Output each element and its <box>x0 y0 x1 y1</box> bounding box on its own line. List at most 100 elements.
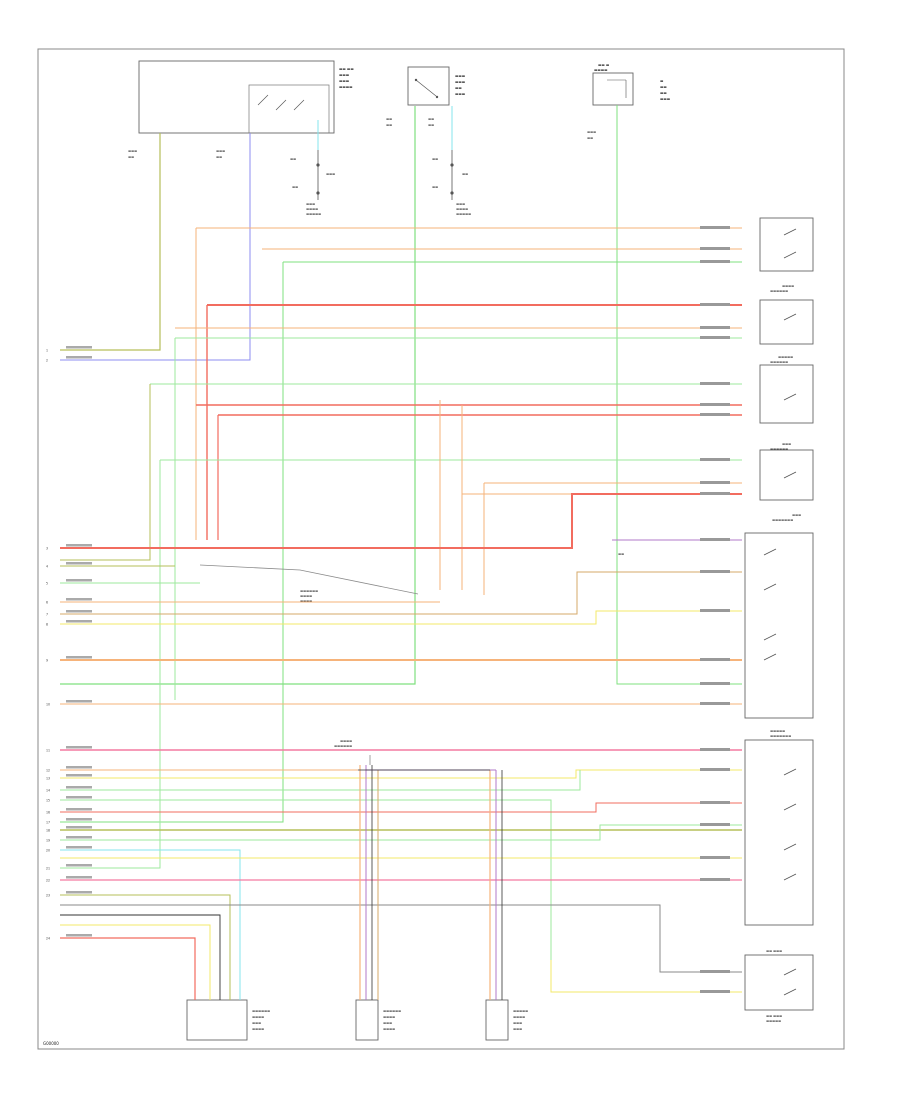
wire-red-thick-main <box>60 493 742 549</box>
svg-text:▬▬ ▬: ▬▬ ▬ <box>598 63 610 67</box>
top-splice-labels: ▬▬▬▬▬ ▬▬▬▬▬ ▬▬▬▬ ▬▬▬▬ ▬▬▬▬▬ ▬▬▬▬ ▬▬▬ ▬▬▬… <box>128 117 596 216</box>
wire-code-mark <box>700 856 730 859</box>
wire-code-mark <box>66 836 92 839</box>
pin-number: 20 <box>46 849 50 853</box>
switch-contact-7 <box>763 583 777 591</box>
wire-code-mark <box>66 356 92 359</box>
svg-text:▬▬: ▬▬ <box>428 117 434 121</box>
module-box-top-left: ▬▬ ▬▬▬▬▬▬▬▬▬▬▬▬ <box>138 60 354 134</box>
pin-number: 3 <box>46 547 48 551</box>
switch-contact-9 <box>763 653 777 661</box>
svg-text:▬▬▬: ▬▬▬ <box>383 1021 392 1025</box>
svg-text:▬▬ ▬▬▬: ▬▬ ▬▬▬ <box>766 1014 782 1018</box>
wire-code-mark <box>66 826 92 829</box>
svg-text:▬▬: ▬▬ <box>660 91 667 95</box>
right-connector-boxes <box>744 217 814 1011</box>
wire-green-right <box>616 105 742 685</box>
switch-box-top-center: ▬▬▬▬▬▬▬▬▬▬▬ <box>407 66 466 106</box>
wire-black-24 <box>60 914 221 1000</box>
pin-number: 9 <box>46 659 48 663</box>
svg-text:▬▬: ▬▬ <box>432 157 438 161</box>
wire-code-mark <box>66 598 92 601</box>
svg-text:▬▬▬▬: ▬▬▬▬ <box>340 739 352 743</box>
svg-text:▬▬▬: ▬▬▬ <box>513 1021 522 1025</box>
svg-text:▬▬▬: ▬▬▬ <box>792 513 801 517</box>
wire-code-mark <box>700 226 730 229</box>
svg-text:▬▬▬▬: ▬▬▬▬ <box>300 599 312 603</box>
switch-contact-14 <box>783 968 797 976</box>
wire-code-mark <box>66 346 92 349</box>
svg-text:▬▬▬: ▬▬▬ <box>339 79 350 83</box>
svg-text:▬▬▬▬▬: ▬▬▬▬▬ <box>456 212 471 216</box>
wire-blue-top <box>60 133 251 361</box>
wire-code-mark <box>700 682 730 685</box>
wire-code-mark <box>700 801 730 804</box>
svg-text:▬▬▬▬: ▬▬▬▬ <box>456 207 468 211</box>
wire-code-mark <box>700 878 730 881</box>
svg-text:▬▬▬▬▬▬: ▬▬▬▬▬▬ <box>770 289 788 293</box>
pin-number: 15 <box>46 799 50 803</box>
svg-text:▬▬: ▬▬ <box>428 123 434 127</box>
svg-text:▬▬: ▬▬ <box>618 552 624 556</box>
pin-number: 6 <box>46 601 48 605</box>
svg-text:▬▬▬▬: ▬▬▬▬ <box>513 1015 525 1019</box>
wire-code-mark <box>700 570 730 573</box>
wire-code-mark <box>700 413 730 416</box>
switch-contact-6 <box>763 548 777 556</box>
wire-code-labels <box>66 226 730 993</box>
switch-contact-3 <box>783 313 797 321</box>
wire-red-16 <box>60 802 742 813</box>
wire-yellow-pin-7 <box>60 610 742 625</box>
wire-lightgreen-6-down <box>60 384 151 561</box>
pin-number: 17 <box>46 821 50 825</box>
svg-text:▬▬▬▬: ▬▬▬▬ <box>306 207 318 211</box>
pin-number: 5 <box>46 582 48 586</box>
svg-text:▬▬: ▬▬ <box>386 117 392 121</box>
wire-code-mark <box>66 891 92 894</box>
wire-code-mark <box>66 876 92 879</box>
svg-text:▬▬▬: ▬▬▬ <box>128 149 137 153</box>
wire-lightgreen-18 <box>60 824 742 841</box>
svg-text:▬▬: ▬▬ <box>386 123 392 127</box>
wire-green-long <box>60 106 416 685</box>
pin-number: 7 <box>46 613 48 617</box>
svg-text:▬▬▬▬: ▬▬▬▬ <box>252 1015 264 1019</box>
wire-tan-pin-6 <box>60 571 742 615</box>
svg-text:▬▬ ▬▬: ▬▬ ▬▬ <box>339 67 354 71</box>
svg-text:▬▬: ▬▬ <box>128 155 134 159</box>
wire-code-mark <box>700 260 730 263</box>
pin-number: 13 <box>46 777 50 781</box>
wire-lightgreen-14 <box>60 770 581 791</box>
svg-text:▬▬▬▬▬: ▬▬▬▬▬ <box>766 1019 781 1023</box>
svg-text:▬▬: ▬▬ <box>587 136 593 140</box>
bottom-box-labels: ▬▬▬▬▬▬▬▬▬▬▬▬▬▬▬▬▬ ▬▬▬▬▬▬▬▬▬▬▬▬▬▬▬▬▬ ▬▬▬▬… <box>252 552 624 1031</box>
svg-text:▬▬▬: ▬▬▬ <box>587 130 596 134</box>
svg-text:▬▬▬: ▬▬▬ <box>455 92 466 96</box>
svg-text:▬▬▬▬▬: ▬▬▬▬▬ <box>513 1009 528 1013</box>
wire-code-mark <box>66 766 92 769</box>
svg-text:▬▬▬: ▬▬▬ <box>326 172 335 176</box>
svg-text:▬▬: ▬▬ <box>432 185 438 189</box>
wire-code-mark <box>700 303 730 306</box>
wire-group <box>60 105 797 1000</box>
svg-text:▬▬▬▬: ▬▬▬▬ <box>383 1027 395 1031</box>
wire-code-mark <box>700 702 730 705</box>
wire-code-mark <box>66 700 92 703</box>
svg-text:▬▬▬▬▬▬▬: ▬▬▬▬▬▬▬ <box>772 518 793 522</box>
pin-number: 18 <box>46 829 50 833</box>
svg-text:▬▬▬: ▬▬▬ <box>339 73 350 77</box>
wire-code-mark <box>700 458 730 461</box>
svg-text:▬▬ ▬▬▬: ▬▬ ▬▬▬ <box>766 949 782 953</box>
switch-contact-2 <box>783 251 797 259</box>
wire-code-mark <box>66 796 92 799</box>
switch-contact-8 <box>763 633 777 641</box>
wire-code-mark <box>700 970 730 973</box>
svg-text:▬▬▬: ▬▬▬ <box>306 202 315 206</box>
svg-text:▬▬: ▬▬ <box>660 85 667 89</box>
wire-code-mark <box>66 846 92 849</box>
pin-number: 24 <box>46 937 50 941</box>
svg-text:▬▬▬: ▬▬▬ <box>455 80 466 84</box>
